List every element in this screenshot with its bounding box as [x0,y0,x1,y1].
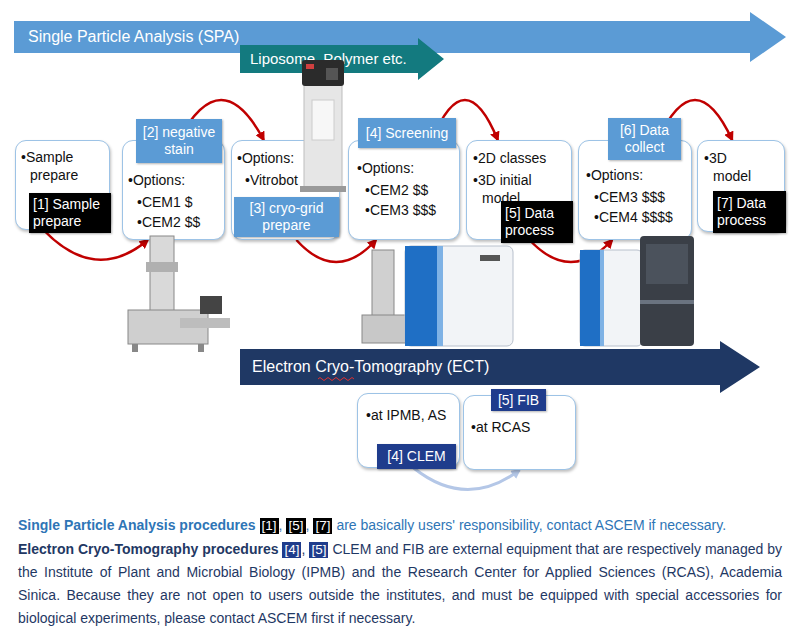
cabinet-stripe [437,246,443,346]
tem-desk [180,318,230,328]
band-title: Single Particle Analysis (SPA) [28,27,239,47]
vitrobot-light [306,64,314,69]
bullet-text: •CEM2 $$ [137,213,222,231]
bullet-text: •CEM3 $$$ [365,201,455,219]
note-punctuation: , [301,541,305,557]
step-label: [1] Sample prepare [29,193,111,233]
flow-arrow [530,240,613,262]
step-label: [5] Data process [501,201,573,243]
bullet-text: •Vitrobot [245,171,315,189]
krios-cabinet [640,236,694,346]
tem-column [372,250,394,320]
step-label: [5] FIB [491,389,546,411]
tem-column [150,236,174,316]
screening-illustration [362,246,513,346]
step-label: [7] Data process [713,191,786,233]
vitrobot-base [300,186,346,192]
cabinet-logo [480,255,500,261]
step-box: [2] negative stain•Options:•CEM1 $•CEM2 … [122,140,225,240]
step-label: [2] negative stain [136,119,222,163]
step-box: •3D model [7] Data process [697,140,785,232]
bullet-text: •2D classes [473,149,569,167]
notes-block: Single Particle Analysis procedures[1],[… [18,514,782,630]
step-box: •at IPMB, AS [4] CLEM [357,393,460,468]
tem-leg [198,344,204,352]
step-label: [4] CLEM [377,444,456,469]
callout-number: [5] [309,542,328,558]
arrow-band: Liposome, Polymer etc. [240,38,444,80]
cabinet-panel [405,246,437,346]
tem-monitor [200,296,222,314]
spell-check-squiggle [318,378,354,381]
cabinet-stripe [600,250,604,346]
step-label: [6] Data collect [608,118,681,160]
bullet-text: •Options: [357,159,455,177]
tem-base [128,310,208,344]
flow-arrow [414,468,520,490]
flow-arrow [296,240,376,262]
bullet-text: •Sample prepare [21,148,93,184]
note-heading: Electron Cryo-Tomography procedures [18,541,278,557]
bullet-text: •CEM3 $$$ [594,188,689,206]
vitrobot-panel [326,68,338,80]
krios-panel [646,244,688,284]
bullet-text: •Options: [586,166,686,184]
arrow-band: Electron Cryo-Tomography (ECT) [240,341,760,393]
tem-ring [146,262,178,272]
tem-leg [132,344,138,352]
vitrobot-body [304,84,342,188]
note-paragraph: Electron Cryo-Tomography procedures[4],[… [18,538,782,630]
tem-base [362,315,410,343]
band-arrow [240,38,444,80]
step-box: [6] Data collect•Options:•CEM3 $$$•CEM4 … [578,140,692,240]
callout-number: [4] [282,542,301,558]
note-heading: Single Particle Analysis procedures [18,517,256,533]
bullet-text: •Options: [128,171,222,189]
step-box: [4] Screening•Options:•CEM2 $$•CEM3 $$$ [348,140,460,240]
vitrobot-illustration [300,60,346,192]
step-box: •Sample prepare [1] Sample prepare [15,140,110,230]
cryo-cabinet [405,246,513,346]
step-label: [3] cryo-grid prepare [234,197,339,237]
step-box: [5] FIB•at RCAS [463,395,576,470]
step-label: [4] Screening [358,118,456,148]
note-punctuation: , [306,517,310,533]
step-box: •2D classes•3D initial model[5] Data pro… [466,140,572,240]
callout-number: [5] [286,518,305,534]
band-arrow [240,341,760,393]
krios-illustration [580,236,694,346]
band-title: Liposome, Polymer etc. [250,49,407,69]
bullet-text: •at RCAS [471,418,571,436]
bullet-text: •Options: [237,149,307,167]
note-punctuation: , [279,517,283,533]
tem-illustration [128,236,230,352]
vitrobot-chamber [312,100,334,140]
note-text: are basically users' responsibility, con… [336,517,726,533]
bullet-text: •at IPMB, AS [366,406,458,424]
vitrobot-head [302,60,344,86]
band-title: Electron Cryo-Tomography (ECT) [252,357,489,377]
note-paragraph: Single Particle Analysis procedures[1],[… [18,514,782,537]
step-box: •Options: •Vitrobot [3] cryo-grid prepare [231,140,340,240]
bullet-text: •CEM4 $$$$ [594,208,689,226]
cabinet-panel [580,250,600,346]
krios-stripe [640,300,694,304]
bullet-text: •CEM1 $ [137,193,222,211]
cryo-cabinet [580,250,642,346]
callout-number: [1] [260,518,279,534]
callout-number: [7] [313,518,332,534]
bullet-text: •CEM2 $$ [365,181,455,199]
bullet-text: •3D model [704,149,759,185]
